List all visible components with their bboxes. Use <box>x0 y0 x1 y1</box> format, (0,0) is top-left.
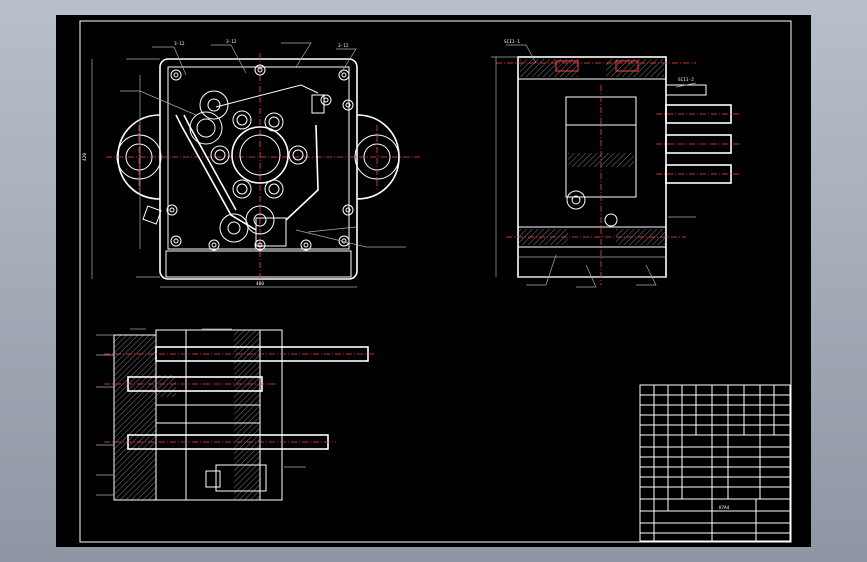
label-top-1: 3-12 <box>174 41 185 47</box>
section-view-bottom <box>96 328 376 501</box>
cad-drawing: 400 420 3-12 3-12 3-12 <box>79 20 792 543</box>
sheet-border <box>79 20 792 543</box>
drawing-canvas[interactable]: 400 420 3-12 3-12 3-12 <box>56 15 811 547</box>
title-block: H7A4 <box>639 384 791 542</box>
dim-height: 420 <box>82 153 88 161</box>
label-top-2: 3-12 <box>226 39 237 45</box>
label-right-2: SCI1-2 <box>678 77 694 83</box>
title-block-title: H7A4 <box>719 505 730 511</box>
label-top-3: 3-12 <box>338 43 349 49</box>
side-view-section: SCI1-1 SCI1-2 <box>491 39 741 288</box>
dim-width: 400 <box>256 281 264 287</box>
label-right-1: SCI1-1 <box>504 39 520 45</box>
top-view-plate: 400 420 3-12 3-12 3-12 <box>82 39 421 288</box>
